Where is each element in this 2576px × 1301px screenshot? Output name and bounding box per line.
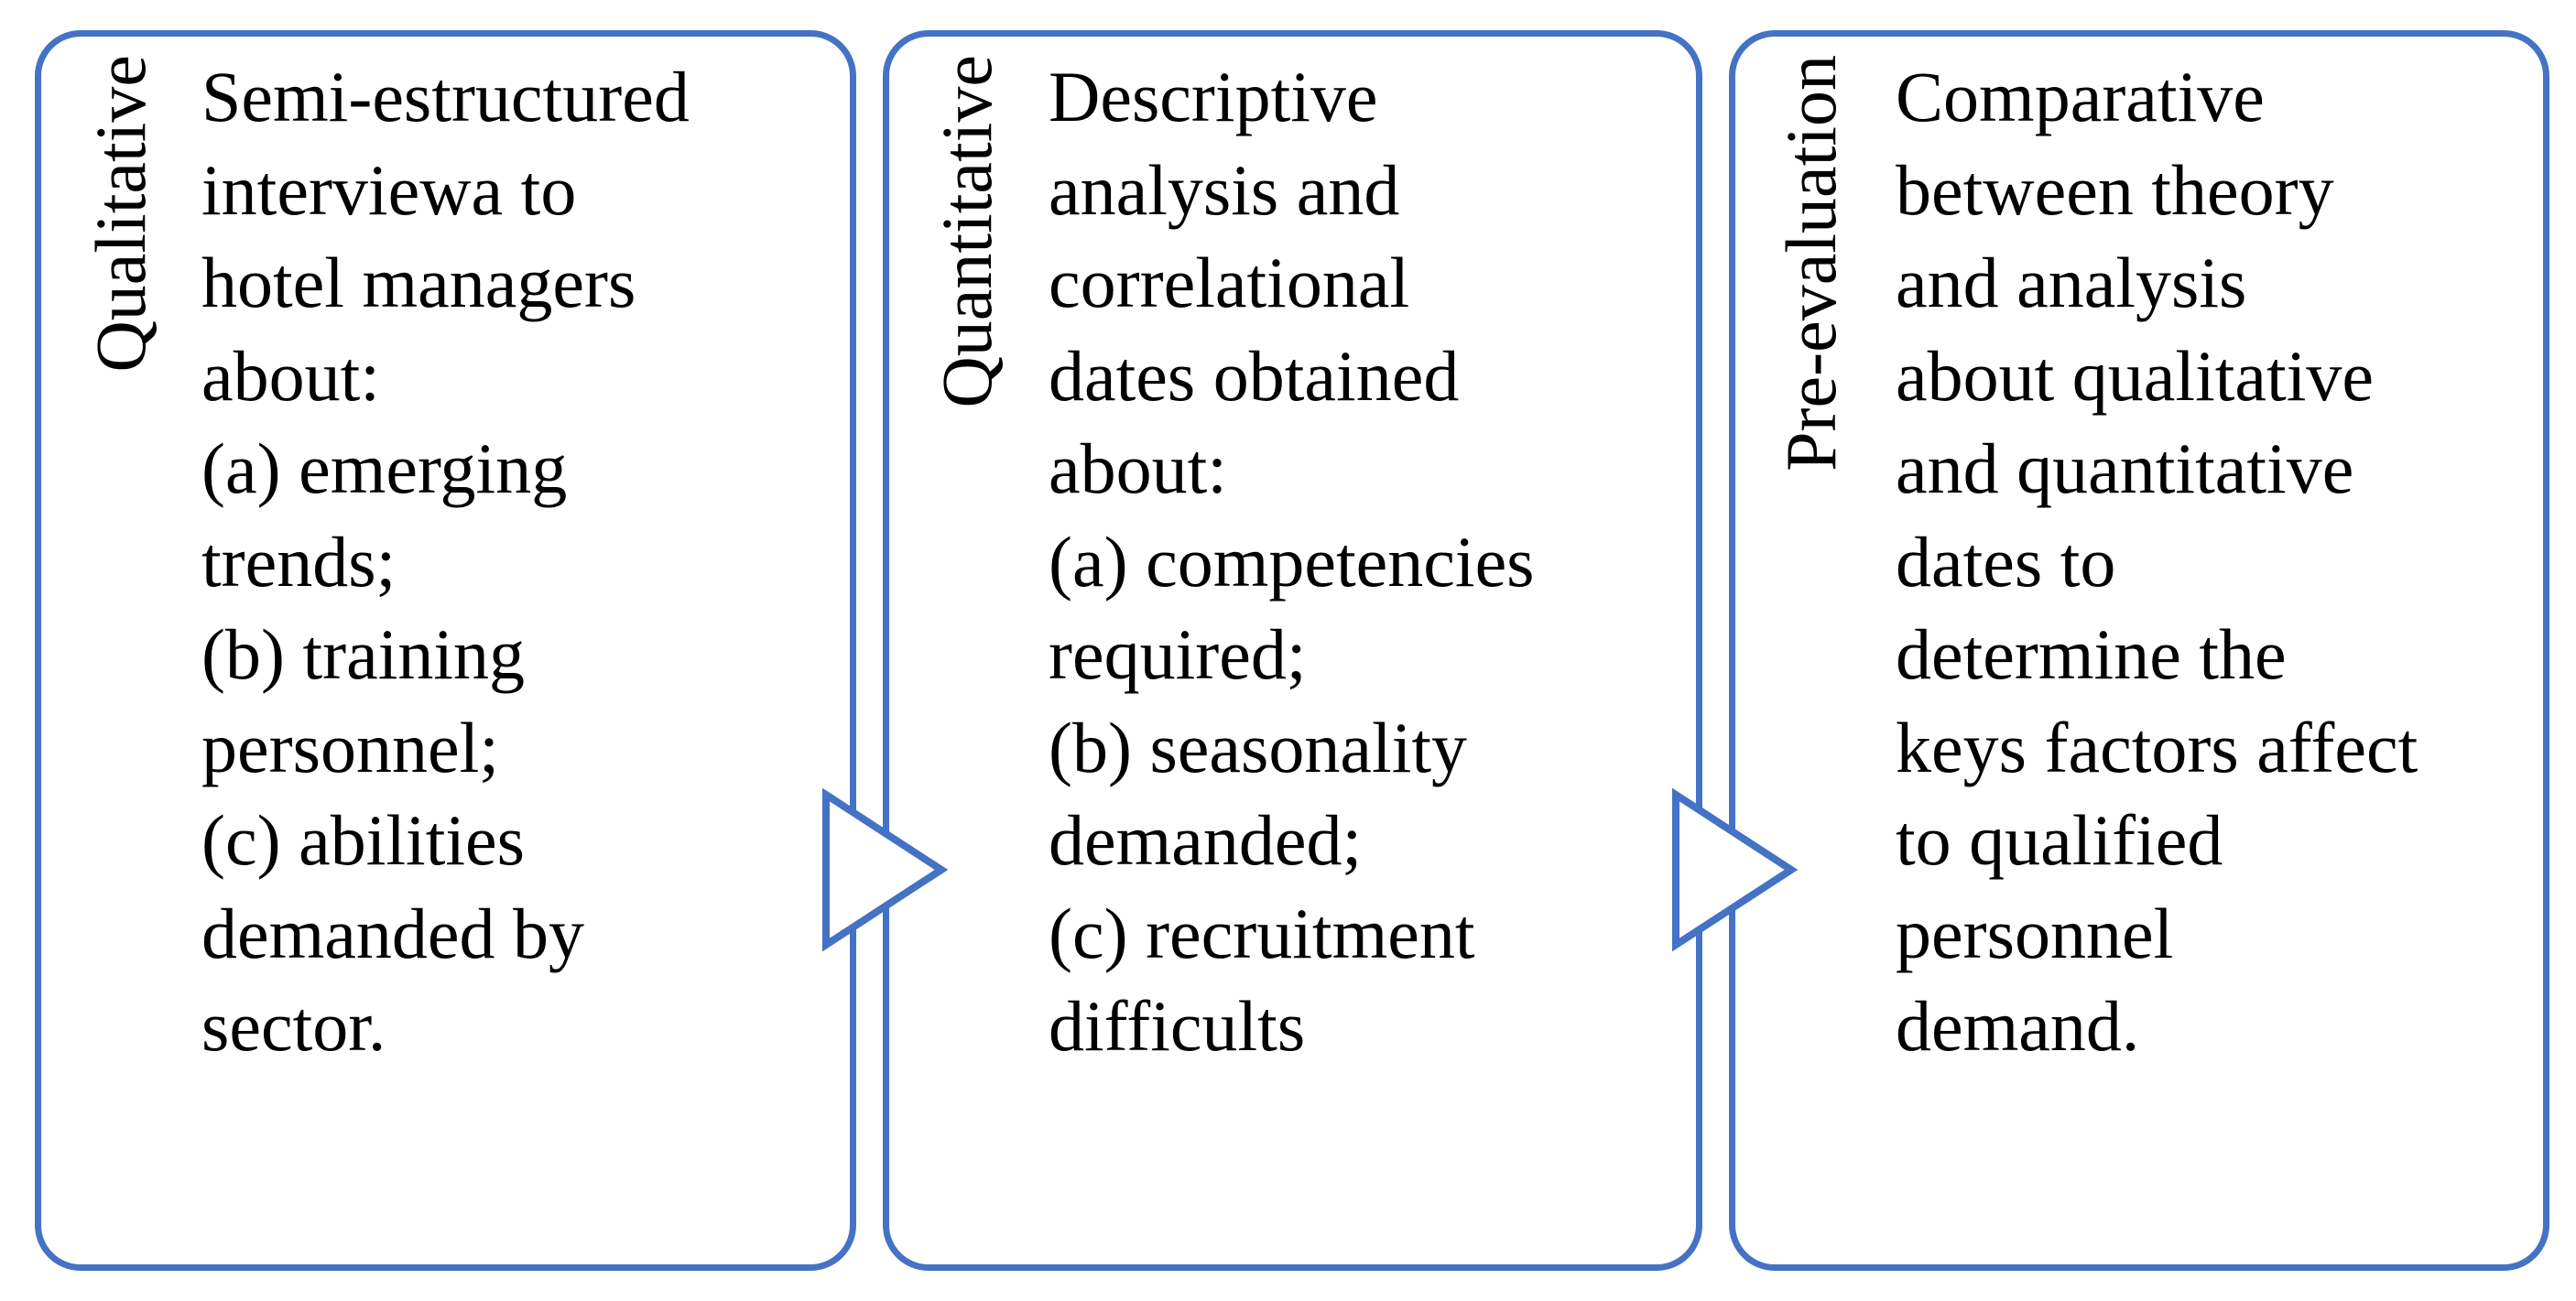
phase-description-pre-evaluation: Comparative between theory and analysis … [1896,50,2418,1073]
description-line: correlational [1049,243,1410,322]
triangle-arrow-right-icon [1672,787,1799,952]
description-line: demand. [1896,986,2140,1066]
description-line: to qualified [1896,800,2223,880]
description-line: Semi-estructured [201,57,690,136]
description-line: (c) recruitment [1049,893,1475,973]
description-line: and analysis [1896,243,2247,322]
description-line: (a) emerging [201,428,568,508]
phase-label-text: Quantitative [927,55,1006,408]
description-line: determine the [1896,614,2287,694]
description-line: between theory [1896,149,2334,230]
description-line: Comparative [1896,57,2265,136]
phase-label-text: Qualitative [81,55,160,373]
description-line: and quantitative [1896,428,2354,508]
description-line: dates obtained [1049,335,1460,416]
description-line: (b) seasonality [1049,707,1468,787]
description-line: keys factors affect [1896,707,2418,787]
description-line: demanded by [201,893,585,973]
description-line: about qualitative [1896,335,2375,416]
description-line: interviewa to [201,149,577,230]
description-line: personnel; [201,707,499,787]
description-line: personnel [1896,893,2174,973]
description-line: about: [201,335,380,416]
description-line: sector. [201,986,386,1066]
description-line: about: [1049,428,1227,508]
description-line: dates to [1896,521,2116,602]
description-line: trends; [201,521,397,602]
description-line: difficults [1049,986,1306,1066]
description-line: required; [1049,614,1307,694]
phase-description-qualitative: Semi-estructured interviewa to hotel man… [201,50,690,1073]
phase-box-qualitative [35,30,856,1271]
description-line: (b) training [201,614,526,694]
phase-description-quantitative: Descriptive analysis and correlational d… [1049,50,1535,1073]
description-line: analysis and [1049,149,1400,230]
phase-label-text: Pre-evaluation [1771,55,1851,472]
description-line: (c) abilities [201,800,526,880]
description-line: hotel managers [201,243,636,322]
description-line: Descriptive [1049,57,1378,136]
triangle-arrow-right-icon [822,787,949,952]
phase-box-pre-evaluation [1729,30,2549,1271]
phase-box-quantitative [883,30,1702,1271]
description-line: (a) competencies [1049,521,1535,602]
description-line: demanded; [1049,800,1363,880]
